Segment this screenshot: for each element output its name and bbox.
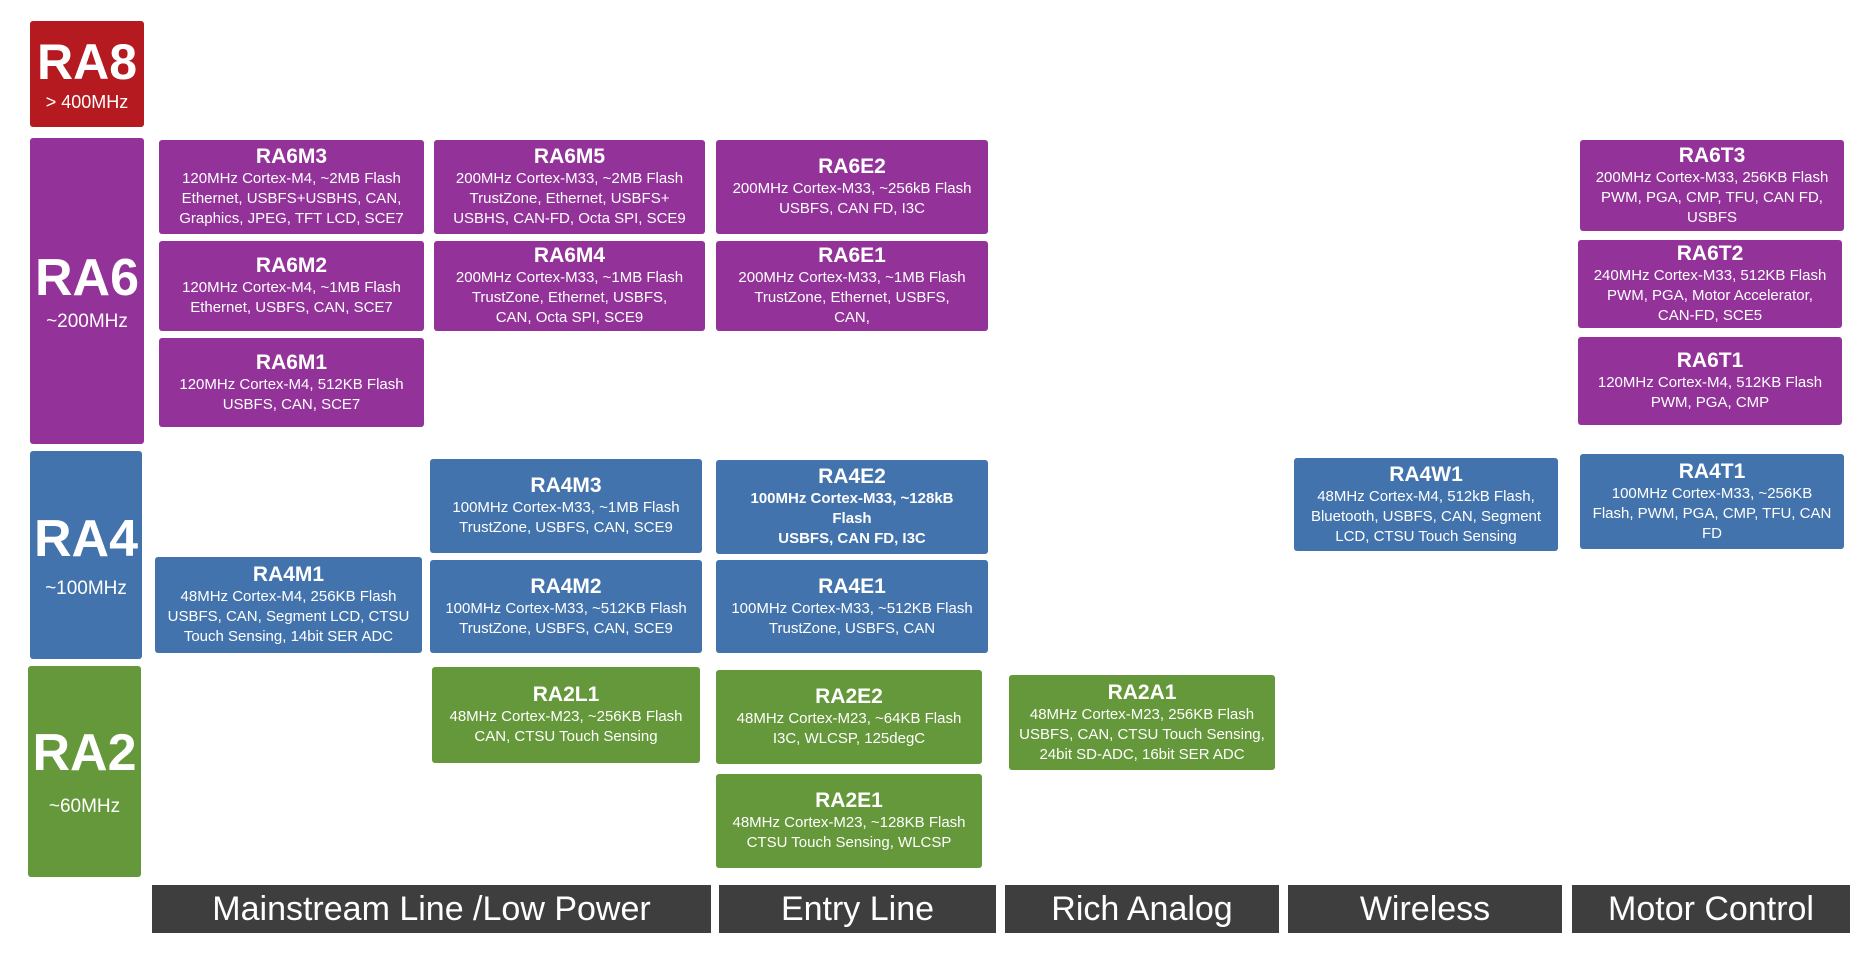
- category-mainstream-line: Mainstream Line /Low Power: [152, 885, 711, 933]
- chip-ra2a1: RA2A1 48MHz Cortex-M23, 256KB Flash USBF…: [1009, 675, 1275, 770]
- chip-name: RA6M1: [255, 350, 328, 374]
- chip-description: 100MHz Cortex-M33, ~512KB Flash TrustZon…: [445, 599, 687, 637]
- chip-name: RA2E1: [815, 789, 883, 812]
- chip-name: RA6T3: [1678, 143, 1746, 167]
- chip-description: 48MHz Cortex-M23, ~128KB Flash CTSU Touc…: [732, 814, 966, 851]
- chip-name: RA2L1: [532, 683, 600, 706]
- chip-ra4t1: RA4T1 100MHz Cortex-M33, ~256KB Flash, P…: [1580, 454, 1844, 549]
- chip-ra2e1: RA2E1 48MHz Cortex-M23, ~128KB Flash CTS…: [716, 774, 982, 868]
- chip-name: RA4M2: [530, 574, 602, 598]
- chip-ra6m5: RA6M5 200MHz Cortex-M33, ~2MB Flash Trus…: [434, 140, 705, 234]
- chip-ra6t3: RA6T3 200MHz Cortex-M33, 256KB Flash PWM…: [1580, 140, 1844, 231]
- series-ra4: RA4 ~100MHz: [30, 451, 142, 659]
- series-name: RA4: [33, 509, 139, 568]
- chip-name: RA2A1: [1107, 680, 1177, 704]
- chip-name: RA4T1: [1678, 459, 1746, 483]
- chip-ra4w1: RA4W1 48MHz Cortex-M4, 512kB Flash, Blue…: [1294, 458, 1558, 551]
- category-motor-control: Motor Control: [1572, 885, 1850, 933]
- chip-name: RA2E2: [815, 685, 883, 708]
- chip-description: 100MHz Cortex-M33, ~128kB Flash USBFS, C…: [750, 490, 954, 547]
- chip-ra6m4: RA6M4 200MHz Cortex-M33, ~1MB Flash Trus…: [434, 241, 705, 331]
- chip-name: RA6M5: [533, 145, 606, 168]
- chip-description: 48MHz Cortex-M23, 256KB Flash USBFS, CAN…: [1019, 705, 1265, 763]
- chip-name: RA6T2: [1676, 242, 1744, 265]
- chip-description: 240MHz Cortex-M33, 512KB Flash PWM, PGA,…: [1593, 267, 1827, 324]
- chip-name: RA4M3: [530, 474, 602, 497]
- chip-description: 48MHz Cortex-M4, 256KB Flash USBFS, CAN,…: [167, 588, 410, 645]
- chip-description: 200MHz Cortex-M33, ~1MB Flash TrustZone,…: [455, 269, 684, 326]
- series-frequency: > 400MHz: [45, 92, 129, 112]
- chip-name: RA6E1: [818, 244, 886, 267]
- chip-description: 100MHz Cortex-M33, ~512KB Flash TrustZon…: [731, 599, 973, 637]
- chip-ra6e2: RA6E2 200MHz Cortex-M33, ~256kB Flash US…: [716, 140, 988, 234]
- chip-name: RA4E1: [818, 574, 886, 598]
- series-name: RA8: [36, 34, 138, 90]
- chip-name: RA6E2: [818, 155, 886, 178]
- category-rich-analog: Rich Analog: [1005, 885, 1279, 933]
- category-entry-line: Entry Line: [719, 885, 996, 933]
- chip-description: 100MHz Cortex-M33, ~256KB Flash, PWM, PG…: [1592, 484, 1832, 542]
- chip-name: RA6T1: [1676, 349, 1744, 372]
- chip-ra4m2: RA4M2 100MHz Cortex-M33, ~512KB Flash Tr…: [430, 560, 702, 653]
- chip-ra6m3: RA6M3 120MHz Cortex-M4, ~2MB Flash Ether…: [159, 140, 424, 234]
- chip-description: 120MHz Cortex-M4, 512KB Flash USBFS, CAN…: [179, 375, 404, 413]
- chip-ra4e2: RA4E2 100MHz Cortex-M33, ~128kB Flash US…: [716, 460, 988, 554]
- chip-name: RA4W1: [1389, 462, 1463, 486]
- chip-description: 200MHz Cortex-M33, ~1MB Flash TrustZone,…: [738, 269, 966, 326]
- category-wireless: Wireless: [1288, 885, 1562, 933]
- series-ra6: RA6 ~200MHz: [30, 138, 144, 444]
- chip-name: RA4E2: [818, 465, 886, 488]
- chip-ra4m1: RA4M1 48MHz Cortex-M4, 256KB Flash USBFS…: [155, 557, 422, 653]
- chip-description: 120MHz Cortex-M4, 512KB Flash PWM, PGA, …: [1597, 374, 1823, 411]
- chip-ra2l1: RA2L1 48MHz Cortex-M23, ~256KB Flash CAN…: [432, 667, 700, 763]
- series-ra2: RA2 ~60MHz: [28, 666, 141, 877]
- chip-name: RA6M3: [255, 145, 328, 168]
- chip-description: 48MHz Cortex-M4, 512kB Flash, Bluetooth,…: [1310, 487, 1542, 545]
- chip-name: RA6M4: [533, 244, 606, 267]
- series-frequency: ~100MHz: [45, 577, 127, 599]
- chip-ra6e1: RA6E1 200MHz Cortex-M33, ~1MB Flash Trus…: [716, 241, 988, 331]
- chip-ra6m2: RA6M2 120MHz Cortex-M4, ~1MB Flash Ether…: [159, 241, 424, 331]
- series-name: RA6: [34, 248, 140, 307]
- chip-description: 48MHz Cortex-M23, ~64KB Flash I3C, WLCSP…: [736, 710, 962, 747]
- chip-description: 48MHz Cortex-M23, ~256KB Flash CAN, CTSU…: [449, 708, 683, 745]
- series-frequency: ~200MHz: [46, 310, 128, 332]
- chip-ra6t2: RA6T2 240MHz Cortex-M33, 512KB Flash PWM…: [1578, 240, 1842, 328]
- chip-ra2e2: RA2E2 48MHz Cortex-M23, ~64KB Flash I3C,…: [716, 670, 982, 764]
- chip-name: RA6M2: [255, 254, 328, 277]
- chip-description: 200MHz Cortex-M33, ~2MB Flash TrustZone,…: [453, 170, 686, 227]
- chip-description: 120MHz Cortex-M4, ~1MB Flash Ethernet, U…: [182, 279, 401, 316]
- chip-description: 200MHz Cortex-M33, ~256kB Flash USBFS, C…: [732, 180, 972, 217]
- chip-ra6m1: RA6M1 120MHz Cortex-M4, 512KB Flash USBF…: [159, 338, 424, 427]
- chip-ra4m3: RA4M3 100MHz Cortex-M33, ~1MB Flash Trus…: [430, 459, 702, 553]
- series-ra8: RA8 > 400MHz: [30, 21, 144, 127]
- series-name: RA2: [32, 724, 137, 782]
- chip-description: 200MHz Cortex-M33, 256KB Flash PWM, PGA,…: [1595, 168, 1829, 226]
- chip-ra6t1: RA6T1 120MHz Cortex-M4, 512KB Flash PWM,…: [1578, 337, 1842, 425]
- series-frequency: ~60MHz: [48, 796, 121, 817]
- chip-ra4e1: RA4E1 100MHz Cortex-M33, ~512KB Flash Tr…: [716, 560, 988, 653]
- chip-description: 120MHz Cortex-M4, ~2MB Flash Ethernet, U…: [179, 170, 404, 227]
- chip-name: RA4M1: [252, 563, 325, 586]
- chip-description: 100MHz Cortex-M33, ~1MB Flash TrustZone,…: [452, 499, 680, 536]
